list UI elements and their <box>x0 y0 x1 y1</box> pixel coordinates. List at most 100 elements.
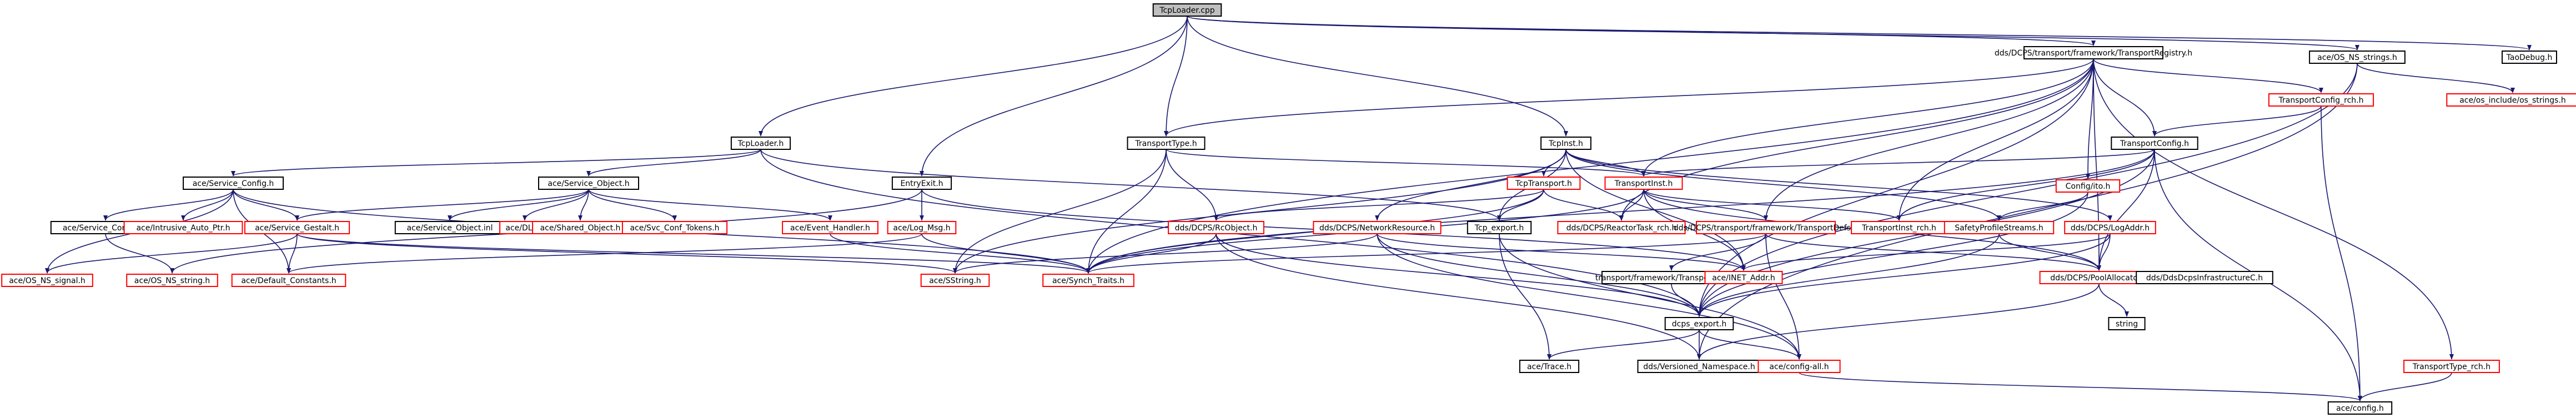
graph-node-versioned-ns-h[interactable]: dds/Versioned_Namespace.h <box>1637 360 1761 373</box>
graph-node-ddsdcpsinfra-h[interactable]: dds/DdsDcpsInfrastructureC.h <box>2136 271 2273 284</box>
graph-node-tcpinst-h[interactable]: TcpInst.h <box>1540 137 1591 150</box>
graph-node-transporttype-rch-h[interactable]: TransportType_rch.h <box>2403 360 2500 373</box>
edge-poolallocator_h-to-versioned_ns_h <box>1697 283 2100 360</box>
edge-root-to-tcpinst_h <box>1187 16 1568 137</box>
graph-node-service-object-h[interactable]: ace/Service_Object.h <box>538 177 639 190</box>
graph-node-os-ns-strings-h[interactable]: ace/OS_NS_strings.h <box>2309 51 2406 64</box>
graph-node-reactortask-rch-h[interactable]: dds/DCPS/ReactorTask_rch.h <box>1557 221 1686 234</box>
node-box <box>2136 271 2273 284</box>
graph-node-log-msg-h[interactable]: ace/Log_Msg.h <box>887 221 957 234</box>
edge-tcpinst_h-to-transportinst_h <box>1565 149 1646 177</box>
graph-node-transportinst-rch-h[interactable]: TransportInst_rch.h <box>1851 221 1947 234</box>
node-label: dds/DCPS/transport/framework/TransportRe… <box>1995 49 2192 58</box>
edge-os_ns_strings_h-to-dcps_export_h <box>1697 63 2358 317</box>
node-label: ace/Default_Constants.h <box>241 276 336 285</box>
edge-transportregistry_h-to-transporttype_h <box>1164 58 2094 137</box>
node-box <box>1519 360 1580 373</box>
node-label: ace/Shared_Object.h <box>540 224 621 233</box>
graph-node-tao-debug[interactable]: TaoDebug.h <box>2502 51 2557 64</box>
node-label: dds/DCPS/transport/framework/TransportDe… <box>1674 224 1859 233</box>
node-box <box>2111 137 2198 150</box>
graph-node-sstring-h[interactable]: ace/SString.h <box>920 274 990 287</box>
edge-networkresource_h-to-sstring_h <box>953 233 1378 274</box>
graph-node-transportconfig-h[interactable]: TransportConfig.h <box>2111 137 2198 150</box>
edge-log_msg_h-to-synch_traits_h <box>921 233 1091 274</box>
node-label: ace/config.h <box>2336 404 2384 413</box>
node-label: EntryExit.h <box>900 179 943 188</box>
node-label: TcpLoader.h <box>737 139 784 148</box>
graph-node-os-ns-string-h[interactable]: ace/OS_NS_string.h <box>126 274 218 287</box>
edge-transportregistry_h-to-transportinst_rch_h <box>1897 58 2094 221</box>
edge-transportinst_h-to-transportinst_rch_h <box>1643 189 1901 221</box>
edge-service_gestalt_h-to-default_constants_h <box>287 233 298 274</box>
graph-node-os-include-strings-h[interactable]: ace/os_include/os_strings.h <box>2446 93 2576 107</box>
graph-node-service-object-inl[interactable]: ace/Service_Object.inl <box>394 221 505 234</box>
graph-node-event-handler-h[interactable]: ace/Event_Handler.h <box>782 221 878 234</box>
graph-node-entryexit-h[interactable]: EntryExit.h <box>891 177 952 190</box>
edge-transportdefs_h-to-config_all_h <box>1765 233 1801 360</box>
edge-transportconfig_rch_h-to-ace_config_h <box>2321 105 2362 401</box>
graph-node-transportdefs-h[interactable]: dds/DCPS/transport/framework/TransportDe… <box>1674 221 1859 234</box>
graph-node-rcobject-h[interactable]: dds/DCPS/RcObject.h <box>1168 221 1264 234</box>
graph-node-tcp-export-h[interactable]: Tcp_export.h <box>1467 221 1532 234</box>
edge-dcps_export_h-to-config_all_h <box>1699 329 1801 360</box>
graph-node-transporttype-h[interactable]: TransportType.h <box>1127 137 1206 150</box>
graph-node-config-ace-h[interactable]: Config/ito.h <box>2055 179 2121 193</box>
edge-transportregistry_h-to-synch_traits_h <box>1086 58 2094 274</box>
node-label: dds/DdsDcpsInfrastructureC.h <box>2146 274 2263 283</box>
edge-transportregistry_h-to-transportconfig_rch_h <box>2093 58 2323 93</box>
graph-node-intrusive-auto-ptr[interactable]: ace/Intrusive_Auto_Ptr.h <box>123 221 243 234</box>
node-box <box>2064 221 2156 234</box>
graph-node-tcploader-h[interactable]: TcpLoader.h <box>730 137 791 150</box>
graph-node-ace-config-h[interactable]: ace/config.h <box>2327 401 2393 415</box>
node-box <box>231 274 347 287</box>
node-box <box>2502 51 2557 64</box>
graph-node-dcps-export-h[interactable]: dcps_export.h <box>1664 317 1734 330</box>
edge-transportconfig_h-to-transportinst_rch_h <box>1897 149 2155 221</box>
node-box <box>1696 221 1836 234</box>
graph-node-string-h[interactable]: string <box>2108 317 2146 330</box>
graph-node-transportregistry-h[interactable]: dds/DCPS/transport/framework/TransportRe… <box>1995 46 2192 59</box>
edge-transporttype_rch_h-to-ace_config_h <box>2358 372 2452 401</box>
node-box <box>891 177 952 190</box>
node-box <box>183 177 284 190</box>
graph-node-service-config-h[interactable]: ace/Service_Config.h <box>183 177 284 190</box>
node-label: Tcp_export.h <box>1474 224 1524 233</box>
graph-node-networkresource-h[interactable]: dds/DCPS/NetworkResource.h <box>1313 221 1442 234</box>
graph-node-synch-traits-h[interactable]: ace/Synch_Traits.h <box>1042 274 1134 287</box>
node-box <box>1042 274 1134 287</box>
node-box <box>2023 46 2163 59</box>
edge-tcploader_h-to-service_config_h <box>231 149 761 177</box>
graph-node-svc-conf-tokens-h[interactable]: ace/Svc_Conf_Tokens.h <box>621 221 728 234</box>
edge-service_object_h-to-service_gestalt_h <box>295 189 589 221</box>
node-box <box>1313 221 1442 234</box>
edge-transportconfig_h-to-synch_traits_h <box>1086 149 2155 274</box>
graph-node-safetyprofilestreams-h[interactable]: SafetyProfileStreams.h <box>1944 221 2055 234</box>
graph-node-ace-trace-h[interactable]: ace/Trace.h <box>1519 360 1580 373</box>
graph-node-tcptransport-h[interactable]: TcpTransport.h <box>1507 177 1581 190</box>
edge-service_gestalt_h-to-synch_traits_h <box>297 233 1091 274</box>
node-label: ace/Service_Config.h <box>193 179 274 188</box>
graph-node-config-all-h[interactable]: ace/config-all.h <box>1757 360 1841 373</box>
graph-node-logaddr-h[interactable]: dds/DCPS/LogAddr.h <box>2064 221 2156 234</box>
edge-root-to-transporttype_h <box>1164 16 1188 137</box>
graph-node-shared-object-h[interactable]: ace/Shared_Object.h <box>532 221 629 234</box>
graph-node-os-ns-signal-h[interactable]: ace/OS_NS_signal.h <box>1 274 93 287</box>
graph-node-service-gestalt-h[interactable]: ace/Service_Gestalt.h <box>244 221 350 234</box>
node-label: dds/DCPS/NetworkResource.h <box>1319 224 1435 233</box>
node-label: TransportInst_rch.h <box>1861 224 1936 233</box>
node-label: ace/Service_Object.inl <box>406 224 493 233</box>
edge-logaddr_h-to-dcps_export_h <box>1697 233 2111 317</box>
node-box <box>2268 93 2374 107</box>
graph-node-inet-addr-h[interactable]: ace/INET_Addr.h <box>1704 271 1783 284</box>
graph-node-transportconfig-rch-h[interactable]: TransportConfig_rch.h <box>2268 93 2374 107</box>
edge-service_object_h-to-event_handler_h <box>588 189 832 221</box>
edge-service_gestalt_h-to-sstring_h <box>297 233 957 274</box>
graph-node-root: TcpLoader.cpp <box>1152 3 1222 17</box>
graph-node-default-constants-h[interactable]: ace/Default_Constants.h <box>231 274 347 287</box>
graph-node-transportinst-h[interactable]: TransportInst.h <box>1604 177 1683 190</box>
node-label: dcps_export.h <box>1672 320 1726 329</box>
edge-transportregistry_h-to-transportconfig_h <box>2093 58 2157 137</box>
edge-tcp_export_h-to-ace_trace_h <box>1499 233 1551 360</box>
edge-root-to-tao_debug <box>1187 16 2532 51</box>
